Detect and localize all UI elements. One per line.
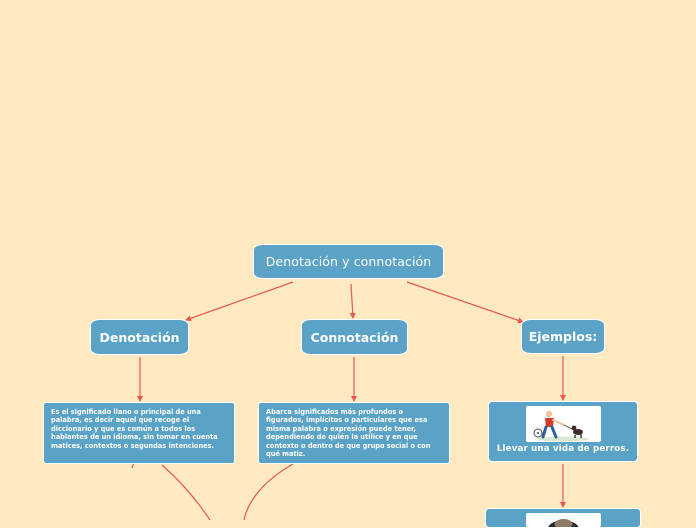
topic-ejemplos[interactable]: Ejemplos: [521,319,605,354]
example-node-2[interactable] [485,508,641,528]
example-1-label: Llevar una vida de perros. [497,444,629,454]
root-node[interactable]: Denotación y connotación [253,244,444,279]
topic-denotacion-label: Denotación [100,330,180,345]
example-node-1[interactable]: Llevar una vida de perros. [488,401,638,462]
denotacion-description-text: Es el significado llano o principal de u… [51,408,227,450]
person-photo [526,513,601,527]
connector-denotacion-offscreen-b [162,465,210,520]
topic-connotacion-label: Connotación [311,330,399,345]
denotacion-description-node[interactable]: Es el significado llano o principal de u… [43,402,235,464]
man-walking-dog-illustration [526,406,601,442]
connector-root-denotacion [186,282,293,320]
topic-ejemplos-label: Ejemplos: [529,329,598,344]
connotacion-description-text: Abarca significados más profundos o figu… [266,408,442,458]
connector-root-connotacion [351,284,353,318]
connotacion-description-node[interactable]: Abarca significados más profundos o figu… [258,402,450,464]
connector-connotacion-offscreen [244,464,293,520]
topic-denotacion[interactable]: Denotación [90,319,189,355]
root-node-label: Denotación y connotación [266,254,432,269]
topic-connotacion[interactable]: Connotación [301,319,408,355]
connector-root-ejemplos [407,282,523,322]
